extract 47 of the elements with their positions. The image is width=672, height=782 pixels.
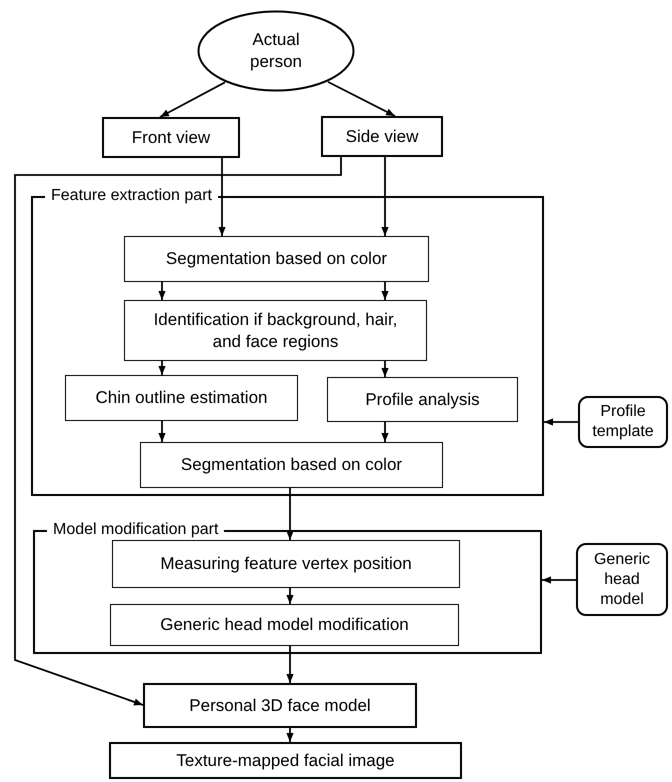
- arrow: [381, 361, 389, 377]
- node-text: Profile template: [591, 402, 655, 442]
- arrow: [286, 488, 294, 540]
- arrow: [286, 588, 294, 604]
- arrow: [218, 158, 226, 236]
- node-text: Front view: [132, 126, 210, 148]
- group-title: Model modification part: [47, 520, 224, 540]
- arrow: [286, 646, 294, 683]
- process-box: [140, 442, 443, 488]
- arrow: [544, 418, 578, 426]
- process-box: [327, 377, 518, 422]
- node-text: Identification if background, hair, and face regions: [152, 308, 398, 352]
- arrow: [381, 422, 389, 442]
- input-box: [576, 543, 668, 616]
- arrow: [381, 282, 389, 300]
- node-text: Side view: [346, 126, 418, 148]
- input-box: [578, 396, 668, 448]
- arrow: [158, 361, 166, 375]
- arrow: [286, 728, 294, 742]
- process-box: [112, 540, 460, 588]
- node-text: Actual person: [249, 29, 303, 73]
- process-box: [143, 683, 417, 728]
- node-text: Personal 3D face model: [189, 694, 371, 716]
- ellipse-node: [197, 10, 355, 92]
- node-text: Texture-mapped facial image: [176, 750, 395, 772]
- process-box: [109, 742, 462, 779]
- process-box: [124, 300, 427, 361]
- group-title: Feature extraction part: [45, 186, 218, 206]
- node-text: Segmentation based on color: [180, 454, 402, 476]
- arrow: [158, 282, 166, 300]
- process-box: [110, 604, 459, 646]
- node-text: Segmentation based on color: [166, 248, 388, 270]
- process-box: [102, 117, 240, 158]
- arrow: [14, 157, 342, 706]
- node-text: Measuring feature vertex position: [160, 553, 412, 575]
- node-text: Profile analysis: [365, 388, 480, 410]
- arrow: [160, 82, 226, 118]
- node-text: Chin outline estimation: [96, 387, 268, 409]
- arrow: [328, 81, 396, 117]
- process-box: [321, 116, 443, 157]
- arrow: [381, 157, 389, 236]
- arrow: [158, 421, 166, 442]
- process-box: [65, 375, 298, 421]
- arrow: [542, 576, 576, 584]
- process-box: [124, 236, 429, 282]
- node-text: Generic head model modification: [160, 614, 409, 636]
- node-text: Generic head model: [592, 550, 652, 610]
